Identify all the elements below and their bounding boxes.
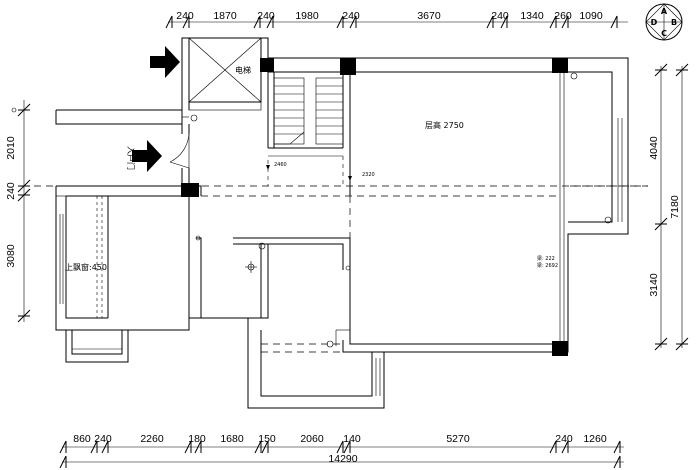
bottom-dim-2: 2260 <box>140 433 164 445</box>
bottom-dim-10: 1260 <box>583 433 607 445</box>
bottom-dim-7: 140 <box>343 433 361 445</box>
top-dim-0: 240 <box>176 10 194 22</box>
right-dim-0: 4040 <box>648 136 660 160</box>
top-dim-3: 1980 <box>295 10 319 22</box>
elevator-label: 电梯 <box>235 65 251 75</box>
ceiling-light-icon <box>245 261 257 273</box>
bottom-dim-8: 5270 <box>446 433 470 445</box>
right-dim-1: 3140 <box>648 273 660 297</box>
top-dim-9: 1090 <box>579 10 603 22</box>
top-dimension-line: 240 1870 240 1980 240 3670 240 1340 260 … <box>165 10 628 29</box>
elevator-shaft: 电梯 <box>188 37 262 111</box>
bottom-dim-0: 860 <box>73 433 91 445</box>
bottom-dim-total: 14290 <box>328 453 357 465</box>
entry-arrow-icon-left <box>132 140 162 172</box>
bay-window-label: 上飘窗:450 <box>65 262 107 272</box>
compass-d: D <box>651 18 658 27</box>
top-dim-8: 260 <box>554 10 572 22</box>
top-dim-2: 240 <box>257 10 275 22</box>
left-dim-1: 240 <box>5 182 17 200</box>
bottom-dim-6: 2060 <box>300 433 324 445</box>
beam-note-b: 梁: 2692 <box>537 262 558 269</box>
bottom-dim-3: 180 <box>188 433 206 445</box>
right-dimension-line: 4040 3140 7180 <box>648 63 689 351</box>
left-dim-0: 2010 <box>5 136 17 160</box>
right-dim-total: 7180 <box>669 195 681 219</box>
entrance-door: 入户门 <box>126 133 190 170</box>
top-dim-1: 1870 <box>213 10 237 22</box>
fixtures <box>190 72 612 348</box>
beam-note-a: 梁: 222 <box>537 255 555 262</box>
compass-a: A <box>661 7 668 16</box>
entrance-label: 入户门 <box>126 146 136 170</box>
staircase: 2460 2320 <box>266 77 375 186</box>
entry-arrow-icon-top <box>150 46 180 78</box>
walls <box>55 37 629 409</box>
top-dim-7: 1340 <box>520 10 544 22</box>
compass-b: B <box>671 18 677 27</box>
left-dimension-line: 2010 240 3080 <box>5 100 31 323</box>
bottom-dim-4: 1680 <box>220 433 244 445</box>
compass-symbol: A B C D <box>645 3 683 41</box>
bottom-dim-5: 150 <box>258 433 276 445</box>
top-dim-4: 240 <box>342 10 360 22</box>
beam-lines <box>22 185 648 353</box>
top-dim-6: 240 <box>491 10 509 22</box>
left-dim-2: 3080 <box>5 244 17 268</box>
compass-c: C <box>661 29 667 38</box>
bottom-dim-9: 240 <box>555 433 573 445</box>
entry-arrow-icons <box>132 46 180 172</box>
top-dim-5: 3670 <box>417 10 441 22</box>
step-height-a: 2460 <box>274 162 287 168</box>
bottom-dimension-line: 860 240 2260 180 1680 150 2060 140 5270 … <box>59 433 624 469</box>
bottom-dim-1: 240 <box>94 433 112 445</box>
ceiling-height-label: 层高 2750 <box>425 120 464 130</box>
step-height-b: 2320 <box>362 172 375 178</box>
structural-columns <box>181 58 568 356</box>
